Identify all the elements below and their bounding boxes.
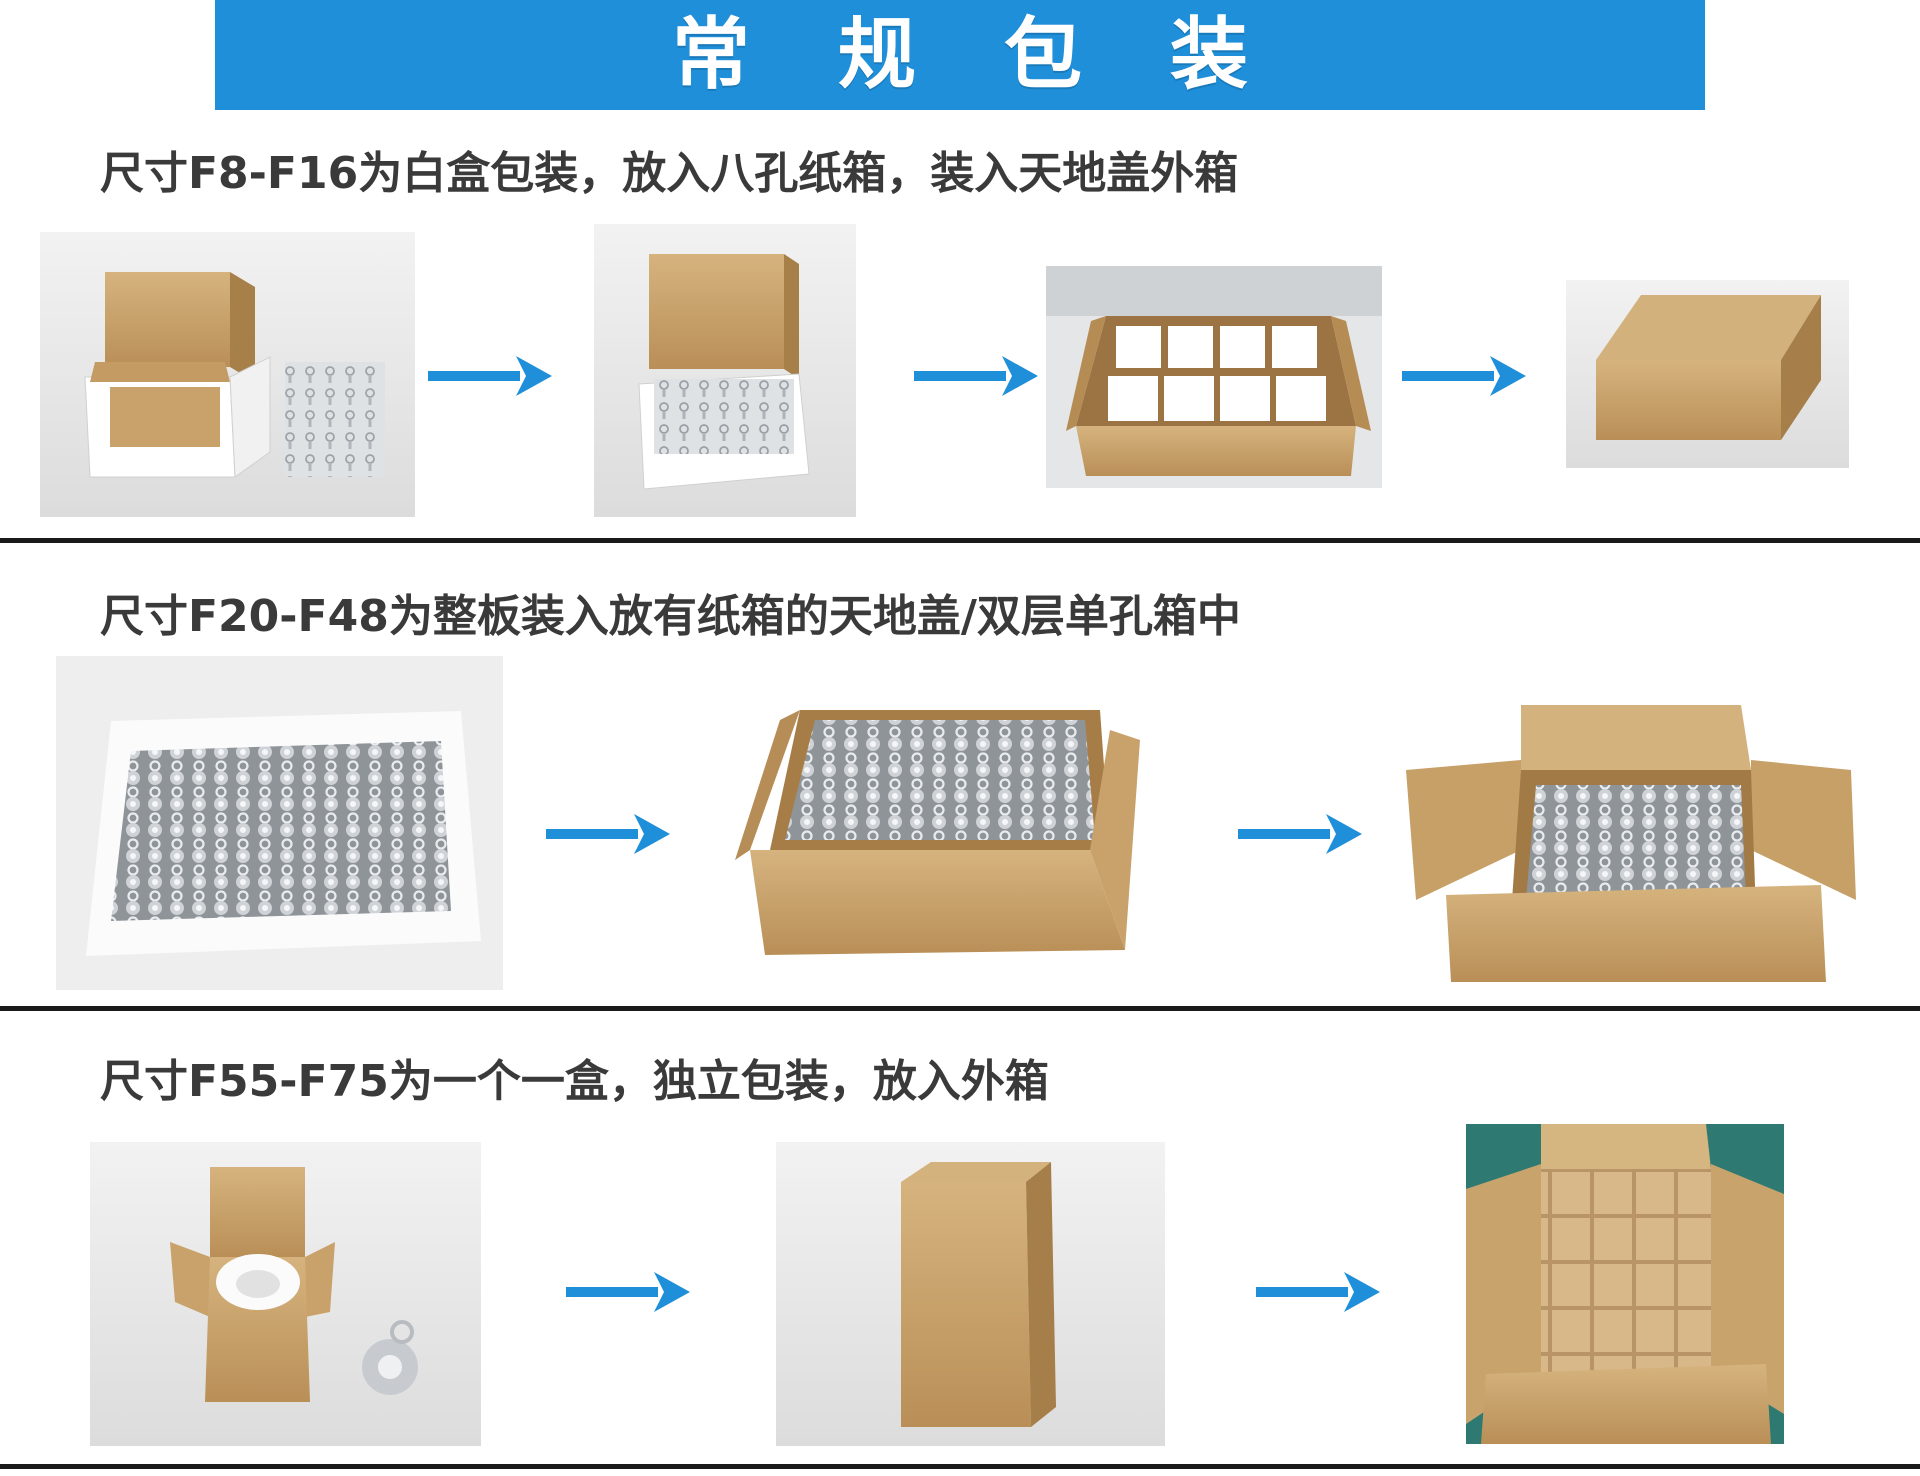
- photo-outer-box-open: [1396, 700, 1864, 982]
- header-banner: 常规包装: [215, 0, 1705, 110]
- photo-eight-hole-carton: [1046, 266, 1382, 488]
- photo-white-box-with-magnets: [40, 232, 415, 517]
- section-title-f55-f75: 尺寸F55-F75为一个一盒，独立包装，放入外箱: [100, 1056, 1049, 1107]
- section-divider: [0, 1006, 1920, 1011]
- right-arrow-icon: [1238, 810, 1363, 858]
- page-title: 常规包装: [671, 10, 1336, 100]
- photo-single-closed-box: [776, 1142, 1165, 1446]
- right-arrow-icon: [566, 1268, 691, 1316]
- photo-single-box-with-foam: [90, 1142, 481, 1446]
- section-divider: [0, 538, 1920, 543]
- right-arrow-icon: [1402, 352, 1527, 400]
- right-arrow-icon: [546, 810, 671, 858]
- photo-outer-box-of-small-boxes: [1466, 1124, 1784, 1444]
- right-arrow-icon: [428, 352, 553, 400]
- section-title-f20-f48: 尺寸F20-F48为整板装入放有纸箱的天地盖/双层单孔箱中: [100, 591, 1241, 642]
- section-title-f8-f16: 尺寸F8-F16为白盒包装，放入八孔纸箱，装入天地盖外箱: [100, 148, 1239, 199]
- section-divider: [0, 1464, 1920, 1469]
- right-arrow-icon: [914, 352, 1039, 400]
- photo-foam-tray-of-magnets: [56, 656, 503, 990]
- photo-closed-outer-box: [1566, 280, 1849, 468]
- photo-carton-of-magnets: [730, 700, 1150, 962]
- right-arrow-icon: [1256, 1268, 1381, 1316]
- photo-white-box-packed: [594, 224, 856, 517]
